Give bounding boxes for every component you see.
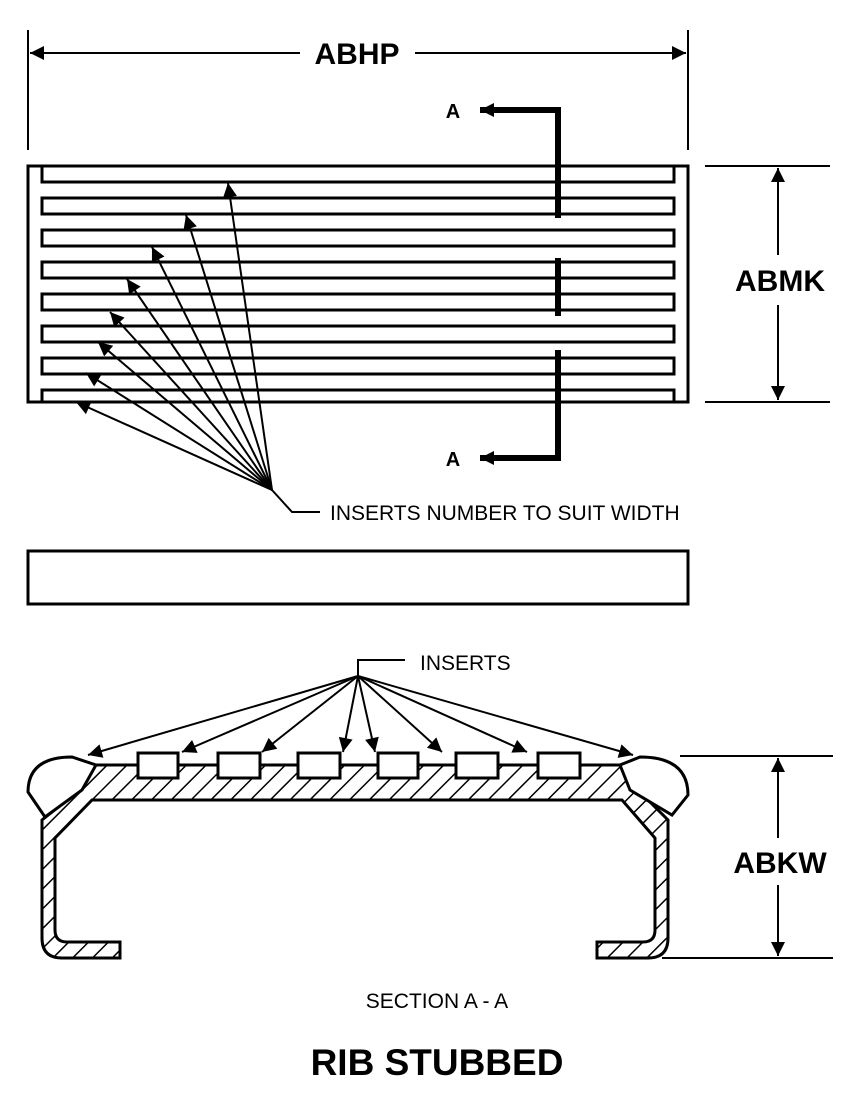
section-cut-line xyxy=(480,103,561,465)
section-height-label: ABKW xyxy=(733,847,827,880)
section-view xyxy=(26,751,690,960)
section-marker-bottom: A xyxy=(446,449,460,471)
section-inserts xyxy=(136,751,582,780)
section-inserts-callout: INSERTS xyxy=(420,652,511,675)
width-label: ABHP xyxy=(314,38,399,71)
side-view xyxy=(26,549,690,606)
section-caption: SECTION A - A xyxy=(366,990,508,1013)
section-marker-top: A xyxy=(446,101,460,123)
section-height-dimension xyxy=(662,755,833,959)
height-dimension xyxy=(705,165,830,403)
plan-insert-leaders xyxy=(75,182,320,513)
width-dimension xyxy=(27,30,689,150)
drawing-title: RIB STUBBED xyxy=(311,1042,564,1083)
section-insert-leaders xyxy=(87,659,634,758)
height-label: ABMK xyxy=(735,265,825,298)
plan-inserts-callout: INSERTS NUMBER TO SUIT WIDTH xyxy=(330,502,680,525)
